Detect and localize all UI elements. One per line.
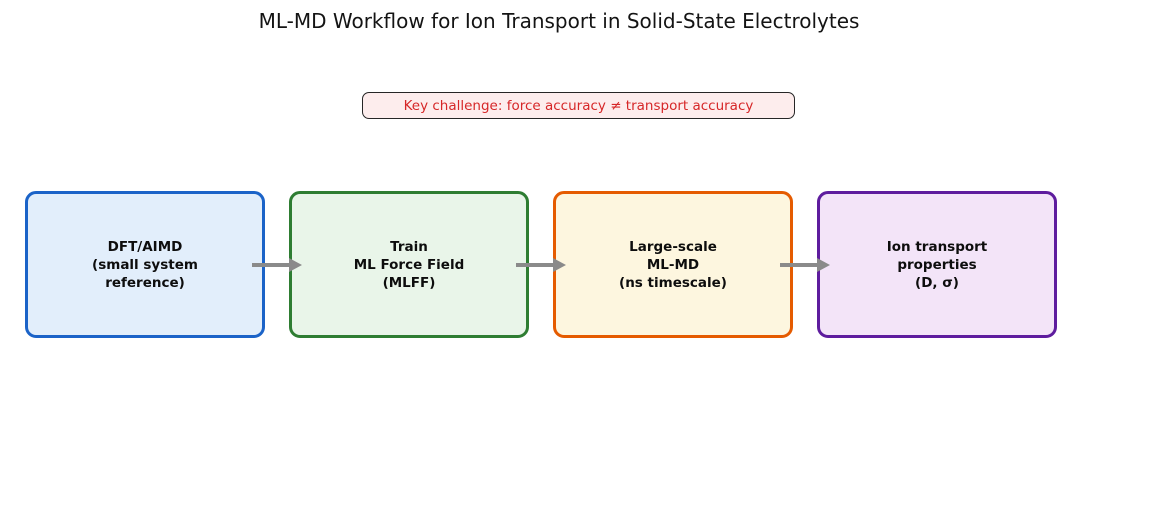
flow-arrow-2: [516, 257, 566, 272]
box-label-line: (ns timescale): [619, 274, 727, 291]
key-challenge-text: Key challenge: force accuracy ≠ transpor…: [403, 97, 754, 114]
box-label-line: reference): [105, 274, 185, 291]
arrow-shaft: [516, 262, 554, 267]
box-label-line: Large-scale: [629, 238, 717, 255]
arrow-right-icon: [553, 257, 566, 272]
flow-arrow-1: [252, 257, 302, 272]
box-label-line: (D, σ): [915, 274, 959, 291]
flow-box-dft-aimd: DFT/AIMD (small system reference): [25, 191, 265, 338]
box-label-line: (small system: [92, 256, 198, 273]
box-label-line: DFT/AIMD: [107, 238, 183, 255]
flow-box-train-mlff: Train ML Force Field (MLFF): [289, 191, 529, 338]
arrow-shaft: [780, 262, 818, 267]
box-label-line: ML-MD: [646, 256, 700, 273]
arrow-right-icon: [289, 257, 302, 272]
box-label-line: ML Force Field: [353, 256, 465, 273]
arrow-shaft: [252, 262, 290, 267]
key-challenge-annotation: Key challenge: force accuracy ≠ transpor…: [362, 92, 795, 119]
page-title: ML-MD Workflow for Ion Transport in Soli…: [258, 9, 860, 33]
box-label-line: Train: [390, 238, 428, 255]
box-label-line: Ion transport: [886, 238, 988, 255]
flow-box-large-scale-mlmd: Large-scale ML-MD (ns timescale): [553, 191, 793, 338]
flow-arrow-3: [780, 257, 830, 272]
box-label-line: (MLFF): [382, 274, 436, 291]
arrow-right-icon: [817, 257, 830, 272]
flow-box-ion-transport-properties: Ion transport properties (D, σ): [817, 191, 1057, 338]
box-label-line: properties: [897, 256, 977, 273]
